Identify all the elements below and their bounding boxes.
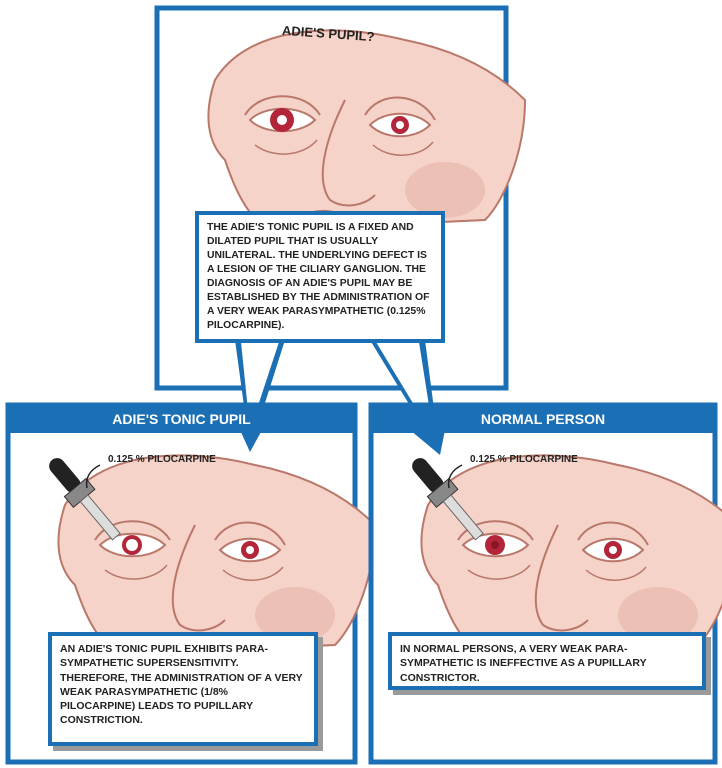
right-description-box: IN NORMAL PERSONS, A VERY WEAK PARA-SYMP…	[388, 632, 706, 690]
left-drop-label: 0.125 % PILOCARPINE	[108, 454, 216, 465]
face-adie	[57, 454, 376, 656]
left-panel-header: ADIE'S TONIC PUPIL	[112, 411, 251, 427]
top-description-box: THE ADIE'S TONIC PUPIL IS A FIXED AND DI…	[195, 211, 445, 343]
arrow-icon	[85, 464, 101, 489]
right-panel-header: NORMAL PERSON	[480, 411, 606, 427]
left-description-box: AN ADIE'S TONIC PUPIL EXHIBITS PARA-SYMP…	[48, 632, 318, 746]
right-drop-label: 0.125 % PILOCARPINE	[470, 454, 578, 465]
face-top	[207, 29, 526, 231]
arrow-icon	[447, 464, 463, 489]
face-normal	[420, 454, 722, 656]
